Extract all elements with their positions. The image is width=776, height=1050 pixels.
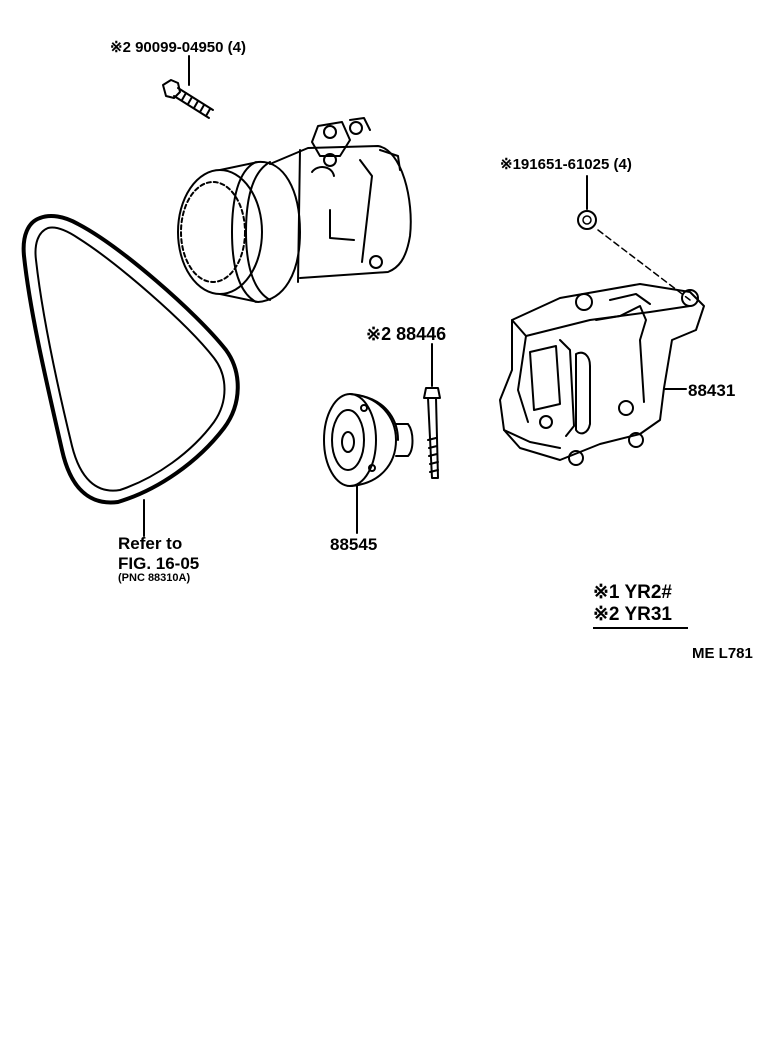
belt-reference-figure-link[interactable]: FIG. 16-05 (118, 554, 200, 573)
idler-pulley-icon[interactable] (323, 393, 414, 487)
nut-icon[interactable] (577, 210, 597, 230)
legend-mark: ※1 (593, 582, 620, 603)
bracket-label[interactable]: 88431 (688, 381, 736, 400)
belt-reference-pnc: (PNC 88310A) (118, 572, 191, 584)
idler-pulley-label[interactable]: 88545 (330, 535, 378, 554)
long-bolt-icon[interactable] (423, 387, 441, 479)
nut-label[interactable]: ※191651-61025 (4) (500, 156, 632, 173)
flange-bolt-icon[interactable] (162, 79, 214, 119)
legend-mark: ※2 (593, 604, 620, 625)
legend-underline (593, 627, 688, 629)
applicability-legend: ※1 YR2# ※2 YR31 (593, 582, 688, 629)
v-belt-icon[interactable] (21, 214, 240, 505)
legend-row: ※1 YR2# (593, 582, 688, 604)
legend-code: YR2# (624, 582, 672, 603)
ac-compressor-icon[interactable] (177, 117, 412, 303)
figure-code: ME L781 (692, 645, 753, 662)
bolt-top-label[interactable]: ※2 90099-04950 (4) (110, 39, 246, 56)
legend-code: YR31 (624, 604, 672, 625)
legend-row: ※2 YR31 (593, 604, 688, 626)
bolt-idler-label[interactable]: ※2 88446 (366, 324, 447, 344)
belt-reference-text: Refer to (118, 534, 183, 553)
compressor-bracket-icon[interactable] (499, 283, 705, 466)
